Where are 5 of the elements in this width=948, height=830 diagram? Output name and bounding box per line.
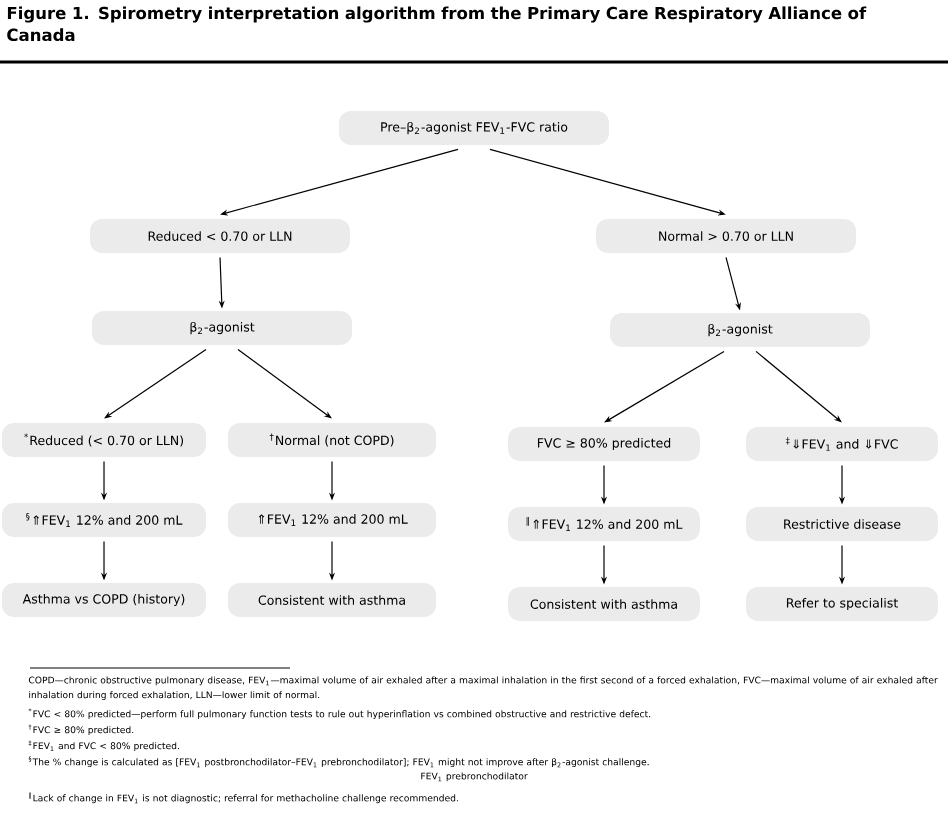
- arrow: [104, 348, 207, 419]
- arrow: [237, 348, 332, 419]
- arrow: [604, 350, 725, 423]
- title: Figure 1. Spirometry interpretation algorithm from the Primary Care Respiratory Alliance of Canada: [7, 6, 867, 42]
- arrow: [755, 350, 842, 423]
